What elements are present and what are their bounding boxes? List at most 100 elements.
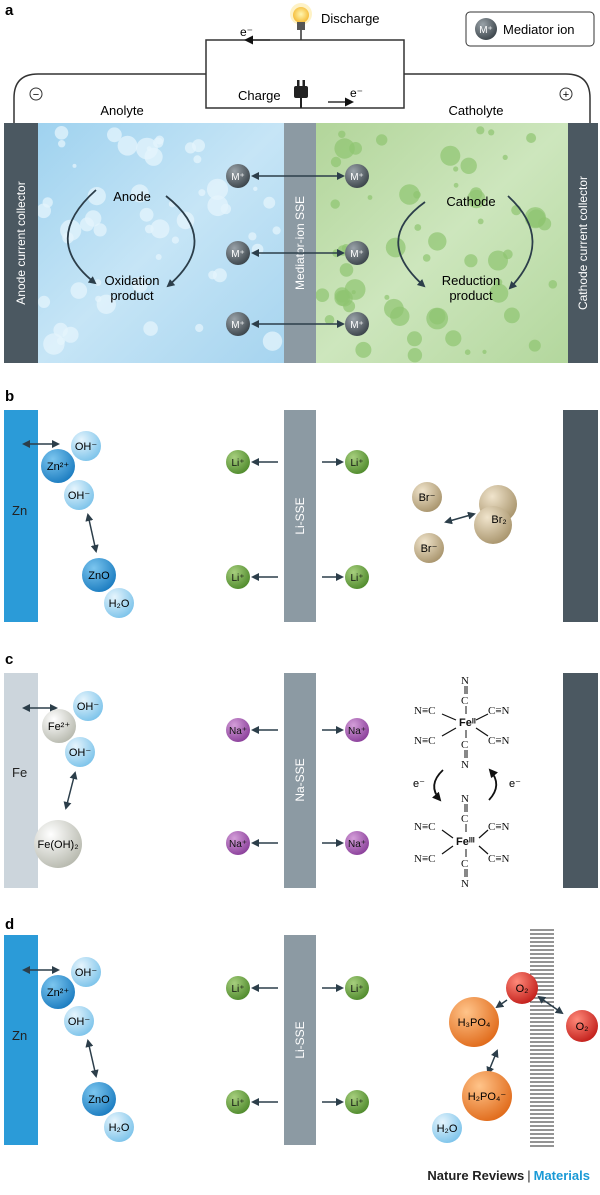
anode-label: Anode	[113, 189, 151, 204]
panel-c: c Fe OH⁻ Fe²⁺ OH⁻ Fe(OH)₂ Na-SSE Na⁺ Na⁺…	[4, 651, 598, 890]
mediator-ion	[345, 164, 369, 188]
mediator-ion	[226, 241, 250, 265]
lithium-ion	[345, 976, 369, 1000]
fe-electrode-label: Fe	[12, 765, 27, 780]
sse-label-a: Mediator-ion SSE	[293, 196, 307, 290]
lithium-ion	[226, 565, 250, 589]
electrolyte-bubble	[355, 341, 372, 358]
electrolyte-bubble	[263, 196, 276, 209]
electrolyte-bubble	[503, 249, 513, 260]
cathode-cycle-arrow-left	[397, 201, 426, 288]
svg-text:Na⁺: Na⁺	[348, 726, 366, 737]
air-electrode-mesh	[530, 929, 554, 1147]
svg-text:M⁺: M⁺	[231, 320, 245, 331]
electrolyte-bubble	[414, 224, 422, 231]
electrolyte-bubble	[37, 295, 51, 308]
electrolyte-bubble	[139, 207, 154, 222]
journal-section: Materials	[533, 1168, 590, 1183]
water-molecule	[104, 1112, 134, 1142]
panel-a: a e⁻ Discharge Charge e⁻	[4, 2, 598, 363]
electrolyte-bubble	[96, 294, 117, 314]
electrolyte-bubble	[440, 145, 461, 166]
svg-text:M⁺: M⁺	[350, 172, 364, 183]
electron-label-top: e⁻	[240, 25, 253, 39]
fe-anode-c	[4, 673, 38, 888]
svg-text:H₂O: H₂O	[109, 598, 130, 610]
svg-text:Fe(OH)₂: Fe(OH)₂	[38, 839, 79, 851]
svg-text:O₂: O₂	[516, 983, 529, 995]
panel-c-label: c	[5, 651, 13, 668]
electrolyte-bubble	[422, 254, 431, 262]
mediator-ion	[345, 241, 369, 265]
electrolyte-bubble	[272, 226, 281, 235]
cathode-plus-sign	[559, 87, 573, 101]
credit-separator: |	[527, 1168, 531, 1183]
electrolyte-bubble	[70, 282, 88, 299]
electrolyte-bubble	[338, 130, 346, 138]
electrolyte-bubble	[477, 218, 484, 225]
svg-text:Li⁺: Li⁺	[350, 458, 363, 469]
electrolyte-bubble	[407, 348, 423, 363]
svg-text:Zn²⁺: Zn²⁺	[47, 987, 70, 999]
svg-text:Na⁺: Na⁺	[229, 726, 247, 737]
svg-text:OH⁻: OH⁻	[75, 967, 98, 979]
electrolyte-bubble	[143, 321, 158, 336]
electrolyte-bubble	[407, 331, 422, 347]
electrolyte-bubble	[390, 306, 410, 326]
mediator-ion	[226, 312, 250, 336]
anode-cycle-arrow-left	[66, 189, 97, 285]
electrolyte-bubble	[351, 290, 356, 295]
electrolyte-bubble	[262, 331, 283, 351]
lithium-ion	[345, 1090, 369, 1114]
li-sse-d	[284, 935, 316, 1145]
electron-label-bottom: e⁻	[350, 86, 363, 100]
zn-electrode-label: Zn	[12, 503, 27, 518]
svg-text:−: −	[33, 89, 39, 101]
svg-text:ZnO: ZnO	[88, 1094, 110, 1106]
svg-text:N≡C: N≡C	[414, 705, 435, 717]
electrolyte-bubble	[343, 300, 356, 313]
svg-text:ZnO: ZnO	[88, 570, 110, 582]
electrolyte-bubble	[426, 307, 449, 330]
svg-text:Li⁺: Li⁺	[231, 458, 244, 469]
electrolyte-bubble	[330, 156, 342, 168]
lithium-ion	[345, 450, 369, 474]
anolyte-bubbles	[36, 126, 283, 355]
svg-text:C: C	[461, 695, 468, 707]
anode-collector-label: Anode current collector	[14, 181, 28, 304]
bromide-ion	[412, 482, 442, 512]
svg-text:Br₂: Br₂	[491, 514, 506, 526]
bromide-ion	[414, 533, 444, 563]
charge-label: Charge	[238, 88, 281, 103]
electrolyte-bubble	[445, 330, 462, 347]
lithium-ion	[345, 565, 369, 589]
svg-text:Br⁻: Br⁻	[421, 543, 438, 555]
phosphoric-acid	[449, 997, 499, 1047]
journal-name: Nature Reviews	[427, 1168, 525, 1183]
svg-text:+: +	[563, 89, 569, 101]
electrolyte-bubble	[253, 186, 258, 191]
zinc-ion	[41, 975, 75, 1009]
na-sse-label-c: Na-SSE	[293, 758, 307, 801]
electrolyte-bubble	[376, 134, 388, 146]
electrolyte-bubble	[339, 263, 354, 277]
cathode-cycle-arrow-right	[507, 195, 534, 290]
electrolyte-bubble	[502, 154, 508, 160]
reduction-product-line2: product	[449, 288, 493, 303]
svg-text:Li⁺: Li⁺	[231, 573, 244, 584]
electrolyte-bubble	[334, 138, 355, 159]
redox-arrow-right	[488, 768, 498, 801]
svg-text:OH⁻: OH⁻	[75, 441, 98, 453]
iron-ion	[42, 709, 76, 743]
mediator-ion	[345, 312, 369, 336]
svg-text:H₃PO₄: H₃PO₄	[458, 1017, 491, 1029]
svg-text:Li⁺: Li⁺	[350, 984, 363, 995]
electrolyte-bubble	[330, 199, 340, 209]
svg-text:C≡N: C≡N	[488, 853, 510, 865]
electrolyte-bubble	[117, 135, 138, 156]
svg-text:Li⁺: Li⁺	[231, 1098, 244, 1109]
lithium-ion	[226, 1090, 250, 1114]
external-circuit	[13, 39, 591, 123]
svg-text:O₂: O₂	[576, 1021, 589, 1033]
svg-text:Li⁺: Li⁺	[350, 573, 363, 584]
